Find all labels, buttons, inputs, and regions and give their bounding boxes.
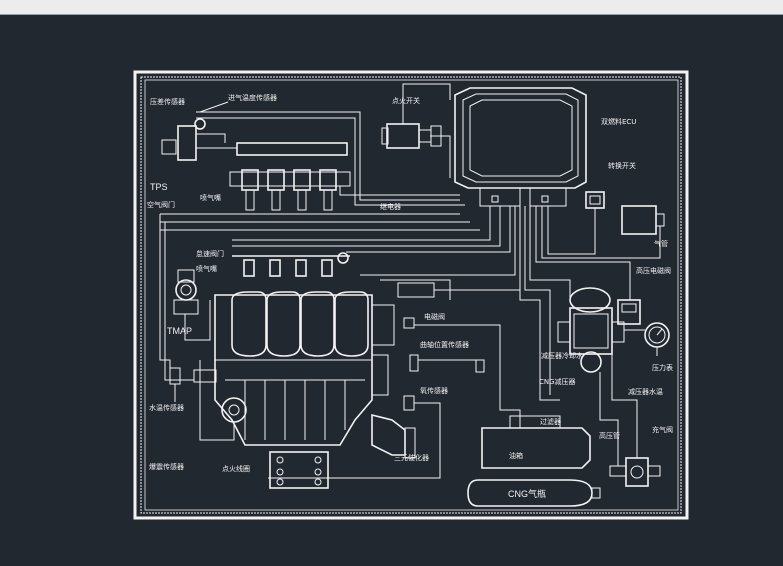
- air-valve-label: 空气阀门: [147, 200, 175, 209]
- pressure-gauge-label: 压力表: [652, 363, 673, 372]
- ecu-label: 双燃料ECU: [601, 117, 636, 126]
- catalyst-label: 三元催化器: [394, 453, 429, 462]
- ignition-coil-label: 点火线圈: [222, 464, 250, 473]
- switch-label: 转换开关: [608, 161, 636, 170]
- engine-block: [214, 291, 395, 446]
- window-top-bar: [0, 0, 783, 14]
- fill-valve-label: 充气阀: [652, 425, 673, 434]
- wiring-harness: [159, 83, 661, 479]
- oxygen-sensor-label: 氧传感器: [420, 386, 448, 395]
- tmap-label: TMAP: [167, 326, 192, 336]
- throttle-body-icon: [173, 269, 199, 315]
- pressure-gauge-icon: [644, 322, 670, 356]
- solenoid-label: 电磁阀: [424, 312, 445, 321]
- pressure-sensor-label: 压差传感器: [150, 97, 185, 106]
- ignition-coil-icon: [269, 451, 329, 489]
- cng-regulator-label: CNG减压器: [539, 377, 576, 386]
- high-pressure-pipe-label: 高压管: [599, 431, 620, 440]
- water-temp-sensor-label: 水温传感器: [149, 403, 184, 412]
- intake-temp-sensor-icon: [194, 101, 229, 130]
- injectors-label: 喷气嘴: [200, 193, 221, 202]
- crank-pos-label: 曲轴位置传感器: [420, 340, 469, 349]
- cng-regulator-icon: [557, 287, 625, 373]
- fuel-tank-icon: [481, 415, 591, 469]
- cng-injectors-label: 喷气嘴: [196, 264, 217, 273]
- cng-cylinder-icon: [467, 479, 601, 507]
- pressure-sensor-icon: [161, 125, 212, 161]
- drawing-frame: [133, 70, 689, 520]
- tps-label: TPS: [150, 182, 168, 192]
- catalyst-icon: [371, 413, 416, 459]
- cng-injector-row: [232, 252, 350, 277]
- ignition-switch-label: 点火开关: [392, 96, 420, 105]
- high-pressure-valve-icon: [617, 299, 641, 325]
- coolant-pipe-label: 减压器冷却水: [541, 351, 583, 360]
- ecu-unit: [454, 87, 587, 207]
- filter-label: 过滤器: [540, 417, 561, 426]
- relay-label: 继电器: [380, 202, 401, 211]
- fuel-tank-label: 油箱: [509, 451, 523, 460]
- intake-temp-sensor-label: 进气温度传感器: [228, 93, 277, 102]
- left-sensors: [169, 367, 217, 402]
- air-pipe-icon: [621, 205, 665, 235]
- crank-sensor-label: 爆震传感器: [149, 462, 184, 471]
- high-pressure-valve-label: 高压电磁阀: [636, 266, 671, 275]
- switch-icon: [585, 191, 605, 209]
- gas-temp-sensor-label: 减压器水温: [628, 387, 663, 396]
- air-pipe-label: 气管: [654, 239, 668, 248]
- fuel-rail: [229, 142, 351, 211]
- cng-cylinder-label: CNG气瓶: [508, 488, 546, 499]
- ignition-switch-icon: [381, 110, 442, 149]
- idle-valve-label: 怠速阀门: [196, 249, 224, 258]
- window-top-edge: [0, 14, 783, 15]
